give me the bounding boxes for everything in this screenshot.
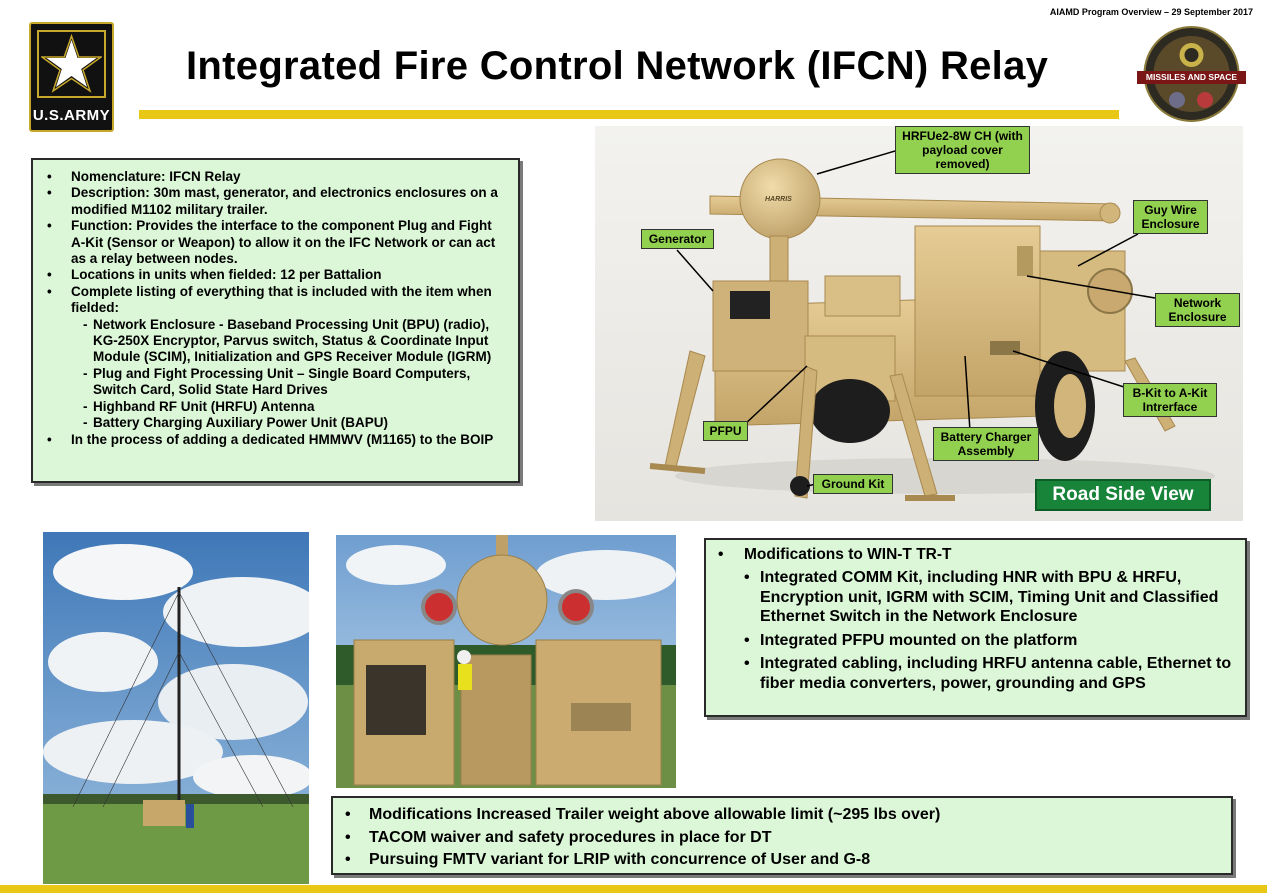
trailer-weight-box: Modifications Increased Trailer weight a… [331, 796, 1233, 875]
army-logo-text: U.S.ARMY [32, 107, 111, 124]
info-item-text: Network Enclosure - Baseband Processing … [93, 316, 492, 365]
army-star-box [37, 30, 106, 98]
mods-item: Integrated PFPU mounted on the platform [718, 631, 1235, 651]
callout-bkit-akit-interface: B-Kit to A-Kit Intrerface [1123, 383, 1217, 417]
mods-heading: Modifications to WIN-T TR-T [718, 545, 1235, 564]
callout-hrfue2: HRFUe2-8W CH (with payload cover removed… [895, 126, 1030, 174]
info-sub-bullet: -Plug and Fight Processing Unit – Single… [83, 365, 471, 398]
ifcn-info-box: Nomenclature: IFCN RelayDescription: 30m… [31, 158, 520, 483]
info-item-text: Battery Charging Auxiliary Power Unit (B… [93, 415, 389, 431]
info-bullet: Locations in units when fielded: 12 per … [47, 267, 508, 284]
footer-bar [0, 885, 1267, 893]
mast-field-illustration [43, 532, 309, 884]
mods-item: Integrated cabling, including HRFU anten… [718, 654, 1235, 693]
info-bullet: Function: Provides the interface to the … [47, 218, 508, 267]
weight-item: Pursuing FMTV variant for LRIP with conc… [345, 849, 1221, 872]
page-title: Integrated Fire Control Network (IFCN) R… [186, 44, 1049, 88]
info-item-text: Highband RF Unit (HRFU) Antenna [93, 398, 315, 414]
us-army-logo: U.S.ARMY [29, 22, 114, 132]
callout-pfpu: PFPU [703, 421, 748, 441]
weight-item: Modifications Increased Trailer weight a… [345, 804, 1221, 827]
mast-field-photo [43, 532, 309, 884]
info-bullet: Nomenclature: IFCN Relay [47, 169, 508, 186]
info-item-text: Function: Provides the interface to the … [71, 218, 496, 267]
header-meta: AIAMD Program Overview – 29 September 20… [1049, 7, 1253, 17]
harris-logo-text: HARRIS [765, 196, 792, 203]
trailer-rear-illustration [336, 535, 676, 788]
trailer-rear-photo [336, 535, 676, 788]
info-sub-bullet: -Battery Charging Auxiliary Power Unit (… [83, 415, 389, 431]
peo-missiles-space-seal: MISSILES AND SPACE [1133, 25, 1250, 123]
seal-banner-text: MISSILES AND SPACE [1137, 71, 1246, 84]
callout-network-enclosure: Network Enclosure [1155, 293, 1240, 327]
info-item-text: Nomenclature: IFCN Relay [71, 169, 241, 184]
road-side-view-label: Road Side View [1035, 479, 1211, 511]
star-icon [41, 34, 102, 93]
mods-item: Integrated COMM Kit, including HNR with … [718, 568, 1235, 627]
info-item-text: Plug and Fight Processing Unit – Single … [93, 365, 471, 398]
info-item-text: In the process of adding a dedicated HMM… [71, 431, 494, 447]
info-bullet: Description: 30m mast, generator, and el… [47, 185, 508, 218]
info-bullet: Complete listing of everything that is i… [47, 284, 508, 317]
callout-guy-wire-enclosure: Guy Wire Enclosure [1133, 200, 1208, 234]
info-sub-bullet: -Highband RF Unit (HRFU) Antenna [83, 398, 315, 414]
info-bullet: In the process of adding a dedicated HMM… [47, 431, 508, 449]
info-sub-bullet: -Network Enclosure - Baseband Processing… [83, 316, 492, 365]
weight-item: TACOM waiver and safety procedures in pl… [345, 827, 1221, 850]
callout-generator: Generator [641, 229, 714, 249]
title-underline-bar [139, 110, 1119, 119]
trailer-road-side-photo: HARRIS [595, 126, 1243, 521]
info-item-text: Description: 30m mast, generator, and el… [71, 185, 498, 217]
info-item-text: Locations in units when fielded: 12 per … [71, 267, 382, 283]
modifications-win-t-box: Modifications to WIN-T TR-T Integrated C… [704, 538, 1247, 717]
info-item-text: Complete listing of everything that is i… [71, 283, 492, 316]
callout-battery-charger-assembly: Battery Charger Assembly [933, 427, 1039, 461]
callout-ground-kit: Ground Kit [813, 474, 893, 494]
info-list: Nomenclature: IFCN RelayDescription: 30m… [47, 169, 508, 448]
trailer-illustration: HARRIS [649, 150, 1215, 501]
